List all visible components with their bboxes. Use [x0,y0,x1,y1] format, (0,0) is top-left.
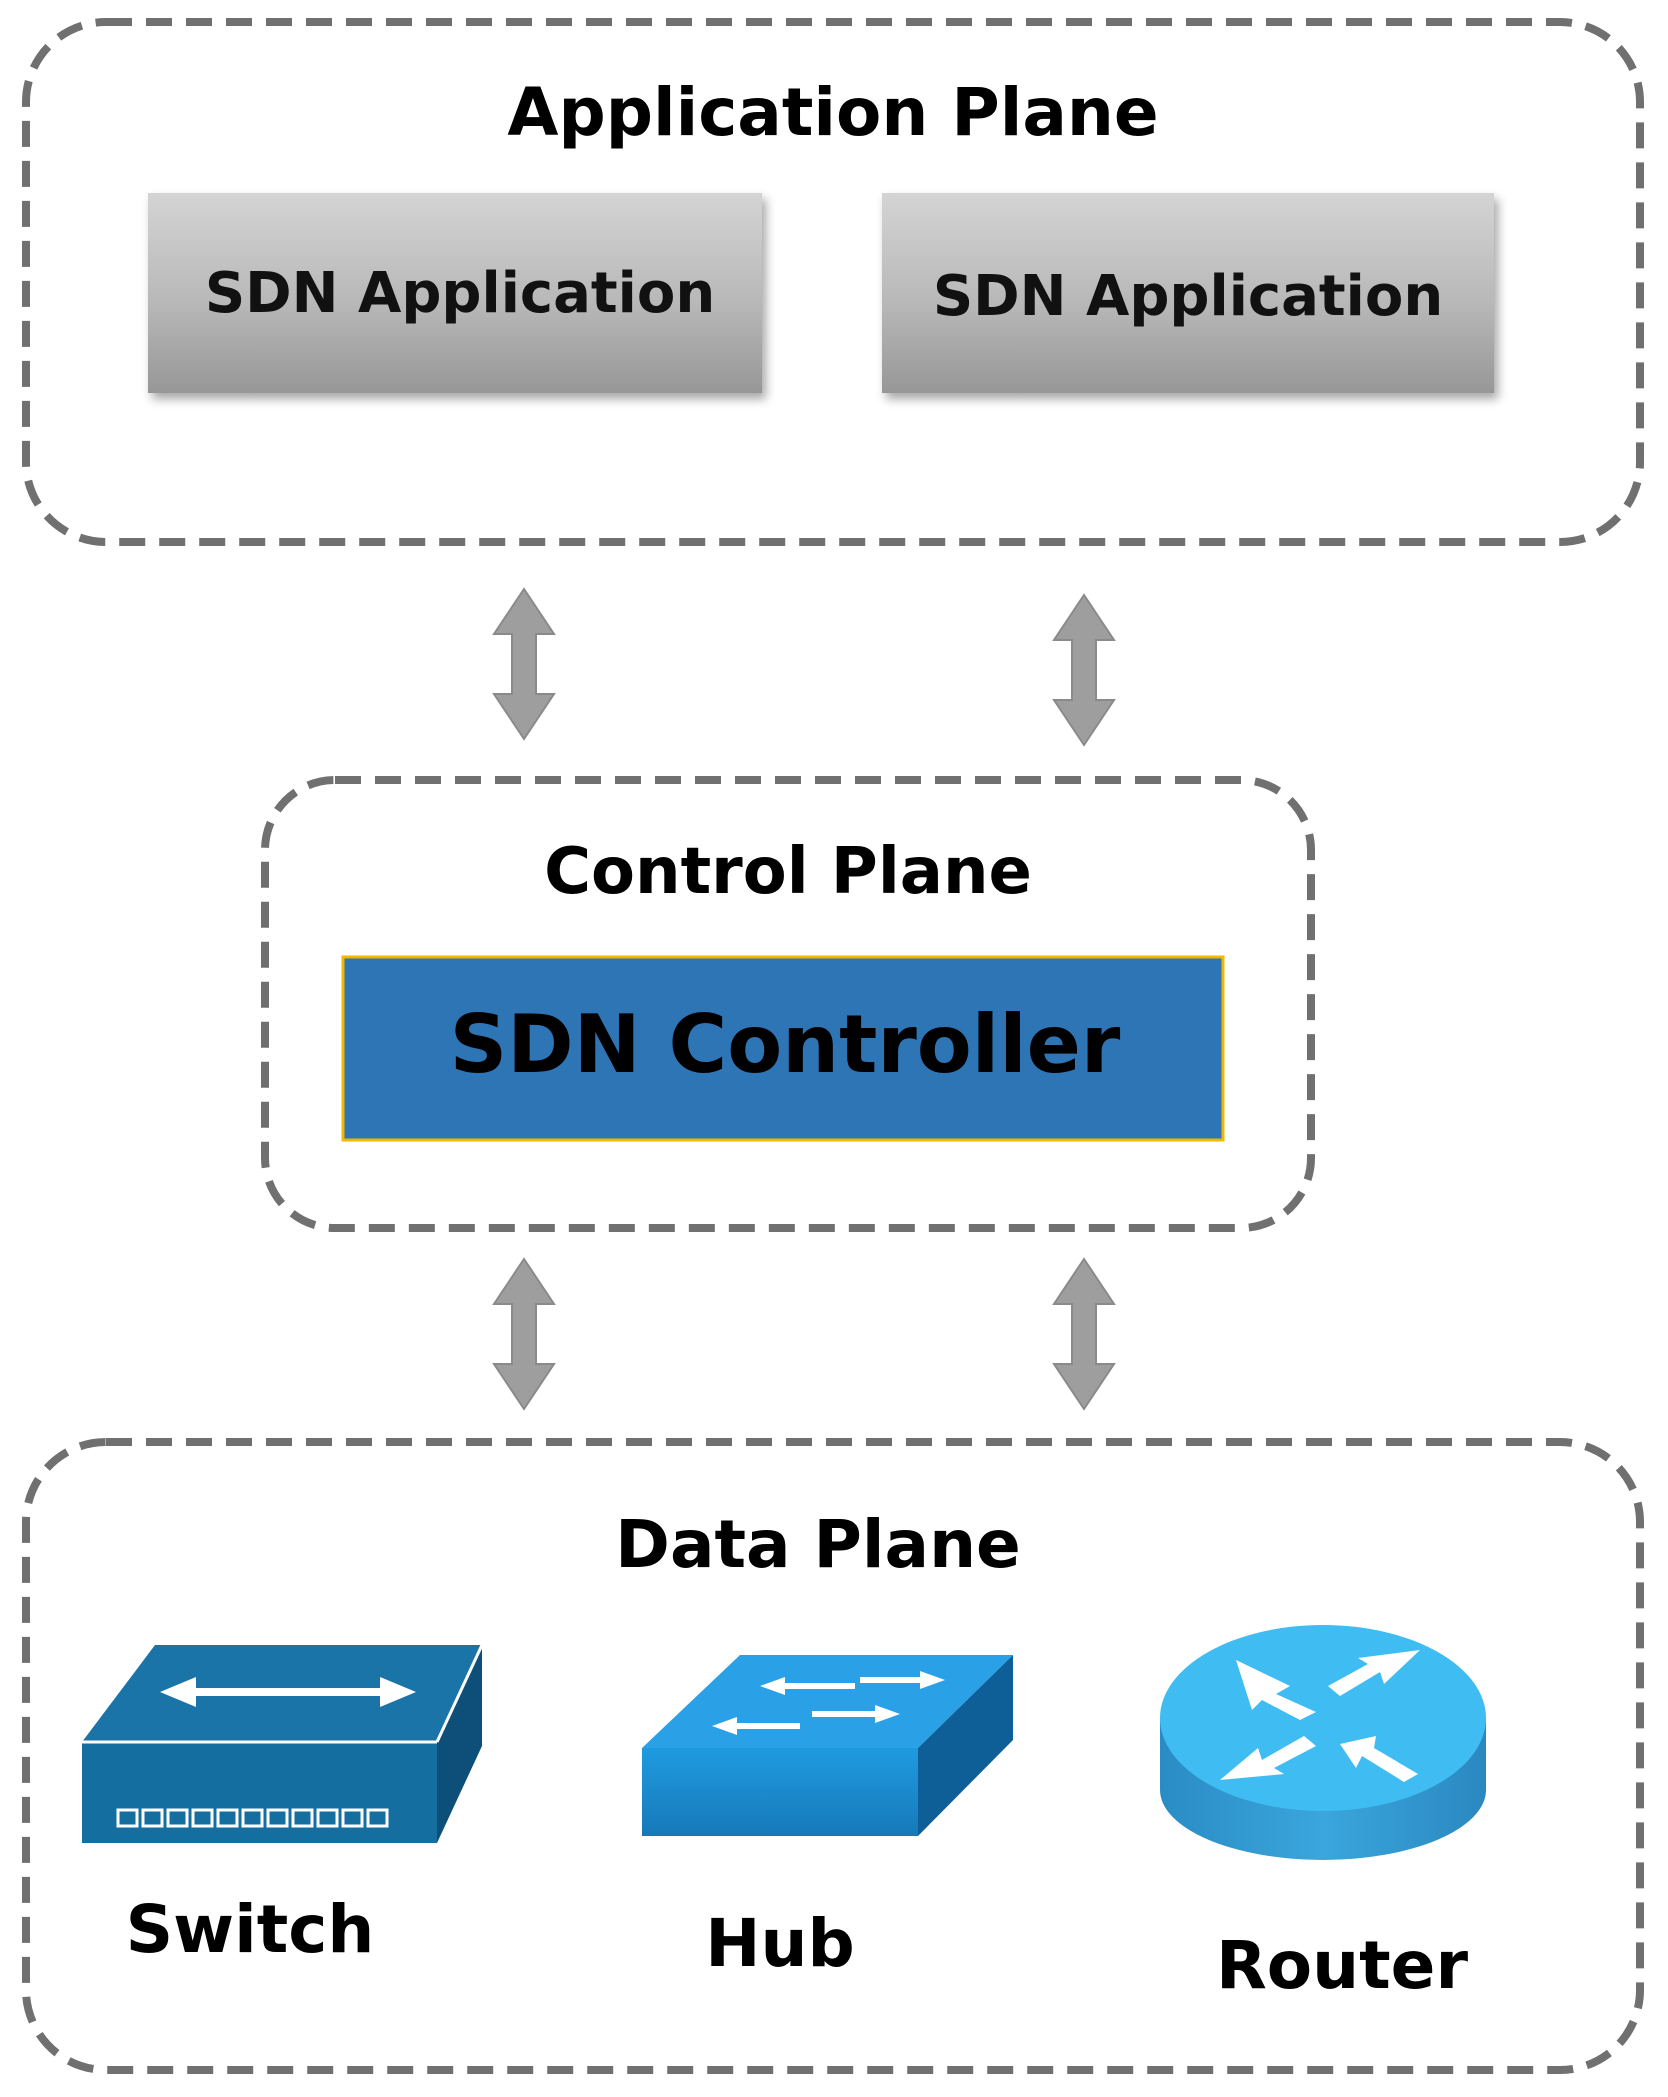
sdn-application-box-2[interactable] [882,193,1494,393]
control-plane-border [261,776,1315,1232]
control-plane: Control Plane SDN Controller [261,776,1315,1232]
arrow-app-to-control-right [1053,594,1115,746]
hub-label: Hub [705,1905,854,1982]
sdn-controller-label: SDN Controller [450,998,1121,1091]
sdn-controller-box[interactable] [341,955,1225,1142]
switch-label: Switch [126,1891,375,1968]
control-plane-title: Control Plane [544,835,1032,909]
switch-icon [82,1644,484,1843]
application-plane: Application Plane SDN Application SDN Ap… [22,18,1644,546]
sdn-application-box-1[interactable] [148,193,762,393]
arrow-app-to-control-left [493,588,555,740]
data-plane-title: Data Plane [615,1506,1021,1583]
router-icon [1160,1625,1486,1860]
arrow-control-to-data-left [493,1258,555,1410]
router-label: Router [1216,1927,1468,2004]
sdn-application-label-1: SDN Application [205,261,715,326]
data-plane: Data Plane [22,1438,1644,2074]
data-plane-border [22,1438,1644,2074]
arrow-control-to-data-right [1053,1258,1115,1410]
sdn-application-label-2: SDN Application [933,264,1443,329]
application-plane-border [22,18,1644,546]
hub-icon [642,1655,1013,1836]
application-plane-title: Application Plane [507,74,1158,151]
